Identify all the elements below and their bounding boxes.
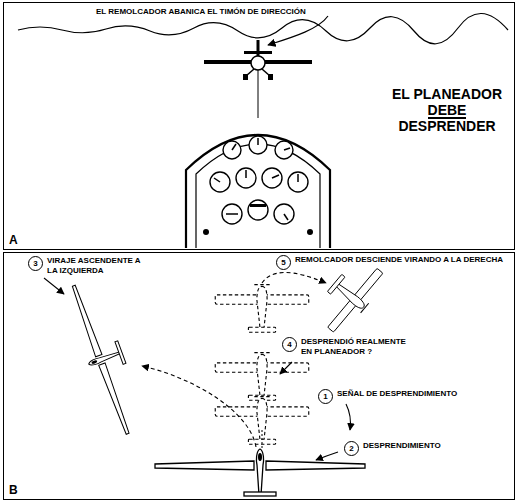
callout-text: REMOLCADOR DESCIENDE VIRANDO A LA DERECH…	[294, 255, 504, 265]
tow-plane-turning-right	[310, 253, 390, 337]
note: EL REMOLCADOR ABANICA EL TIMÓN DE DIRECC…	[96, 7, 306, 16]
callout: 2DESPRENDIMIENTO	[344, 441, 443, 456]
tow-rope	[262, 430, 263, 448]
flight-path	[142, 366, 256, 447]
callout-text: DESPRENDIÓ REALMENTE EN PLANEADOR ?	[300, 337, 417, 356]
leader-arrow	[280, 362, 292, 374]
callout-text: VIRAJE ASCENDENTE A LA IZQUIERDA	[46, 256, 148, 275]
callout: 1SEÑAL DE DESPRENDIMIENTO	[318, 389, 460, 404]
warning-text: EL PLANEADOR DEBE DESPRENDER	[384, 86, 510, 134]
leader-arrow	[316, 452, 338, 460]
horizon	[18, 13, 508, 43]
callout: 4DESPRENDIÓ REALMENTE EN PLANEADOR ?	[282, 337, 418, 356]
callout-number: 2	[344, 441, 359, 456]
leader-arrow	[268, 16, 328, 45]
callout-number: 4	[282, 337, 297, 352]
leader-arrow	[44, 278, 64, 294]
callout: 3VIRAJE ASCENDENTE A LA IZQUIERDA	[28, 256, 149, 275]
tow-plane-positions	[215, 285, 309, 445]
glider-cockpit	[186, 135, 330, 248]
glider-top-view	[155, 449, 365, 496]
underline	[428, 117, 467, 119]
flight-path	[262, 273, 326, 284]
callout: 5REMOLCADOR DESCIENDE VIRANDO A LA DEREC…	[276, 255, 506, 270]
tow-plane-rear	[204, 40, 312, 118]
callout-number: 3	[28, 256, 43, 271]
callout-text: SEÑAL DE DESPRENDIMIENTO	[336, 389, 458, 399]
figure-panel: 3VIRAJE ASCENDENTE A LA IZQUIERDA 5REMOLC…	[3, 252, 515, 500]
callout-text: DESPRENDIMIENTO	[362, 441, 442, 451]
leader-arrow	[346, 404, 351, 430]
glider-turning-left	[62, 278, 149, 438]
callout-number: 1	[318, 389, 333, 404]
callout-number: 5	[276, 255, 291, 270]
panel-letter: A	[9, 234, 18, 246]
panel-letter: B	[9, 484, 18, 496]
